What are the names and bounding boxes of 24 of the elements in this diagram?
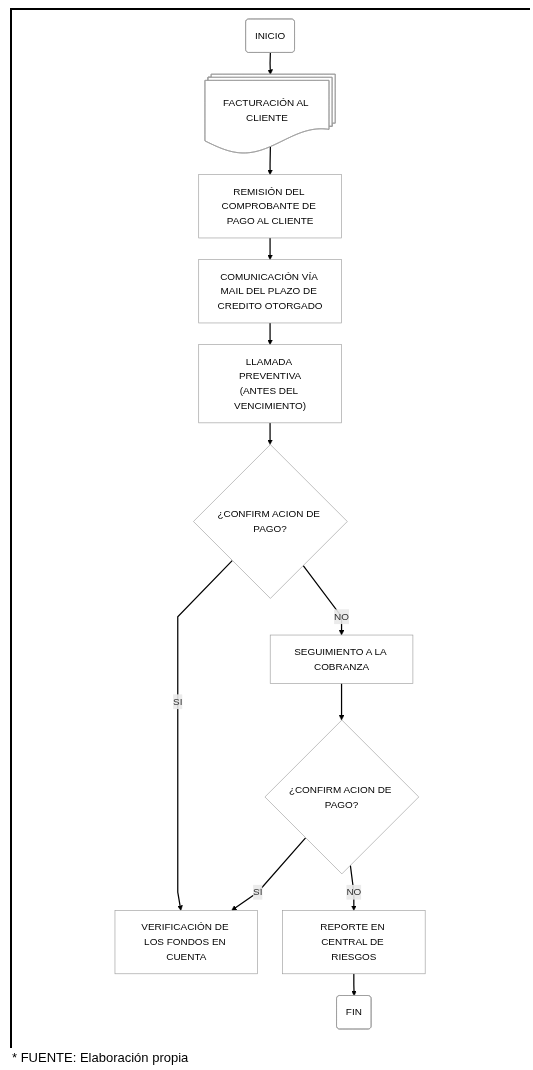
node-box: SEGUIMIENTO A LA COBRANZA (269, 634, 414, 684)
arrow (177, 559, 233, 911)
arrow (267, 237, 273, 260)
edge-label: NO (346, 886, 362, 898)
node-box: REPORTE EN CENTRAL DE RIESGOS (282, 910, 426, 975)
arrow (302, 564, 345, 636)
node-box: REMISIÓN DEL COMPROBANTE DE PAGO AL CLIENTE (198, 174, 342, 239)
node-box: LLAMADA PREVENTIVA (ANTES DEL VENCIMIENTO) (198, 344, 342, 424)
node-box: COMUNICACIÓN VÍA MAIL DEL PLAZO DE CREDITO OTORGADO (198, 259, 342, 324)
edge-label: SI (253, 886, 263, 898)
arrow (349, 864, 357, 911)
node-box: VERIFICACIÓN DE LOS FONDOS EN CUENTA (114, 910, 258, 975)
edge-label: SI (172, 696, 183, 707)
arrow (231, 837, 307, 911)
arrow (351, 973, 357, 997)
edge-label: NO (334, 611, 349, 622)
node-diamond: ¿CONFIRM ACION DE PAGO? (193, 444, 348, 599)
arrow (267, 52, 273, 75)
node-diamond: ¿CONFIRM ACION DE PAGO? (264, 719, 420, 875)
arrow (267, 146, 273, 175)
caption: * FUENTE: Elaboración propia (12, 1050, 189, 1065)
arrow (267, 422, 273, 445)
arrow (267, 322, 273, 345)
arrow (338, 682, 345, 721)
